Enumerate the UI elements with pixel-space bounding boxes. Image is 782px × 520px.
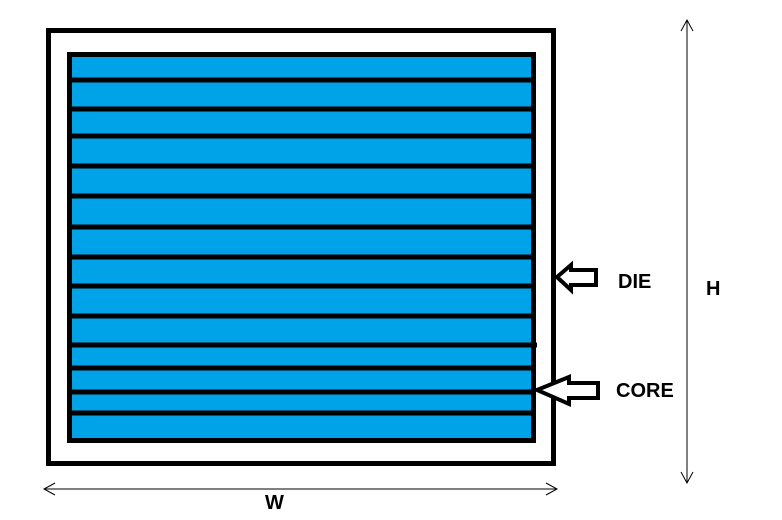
core-label: CORE bbox=[616, 380, 674, 402]
width-label: W bbox=[265, 492, 284, 514]
height-label: H bbox=[706, 278, 720, 300]
die-label: DIE bbox=[618, 271, 651, 293]
core-arrow-icon bbox=[531, 374, 600, 408]
core-row-lines bbox=[69, 77, 537, 416]
core-area bbox=[67, 52, 536, 443]
die-arrow-icon bbox=[553, 260, 598, 295]
width-dimension-arrow bbox=[42, 482, 559, 496]
height-dimension-arrow bbox=[680, 18, 694, 485]
